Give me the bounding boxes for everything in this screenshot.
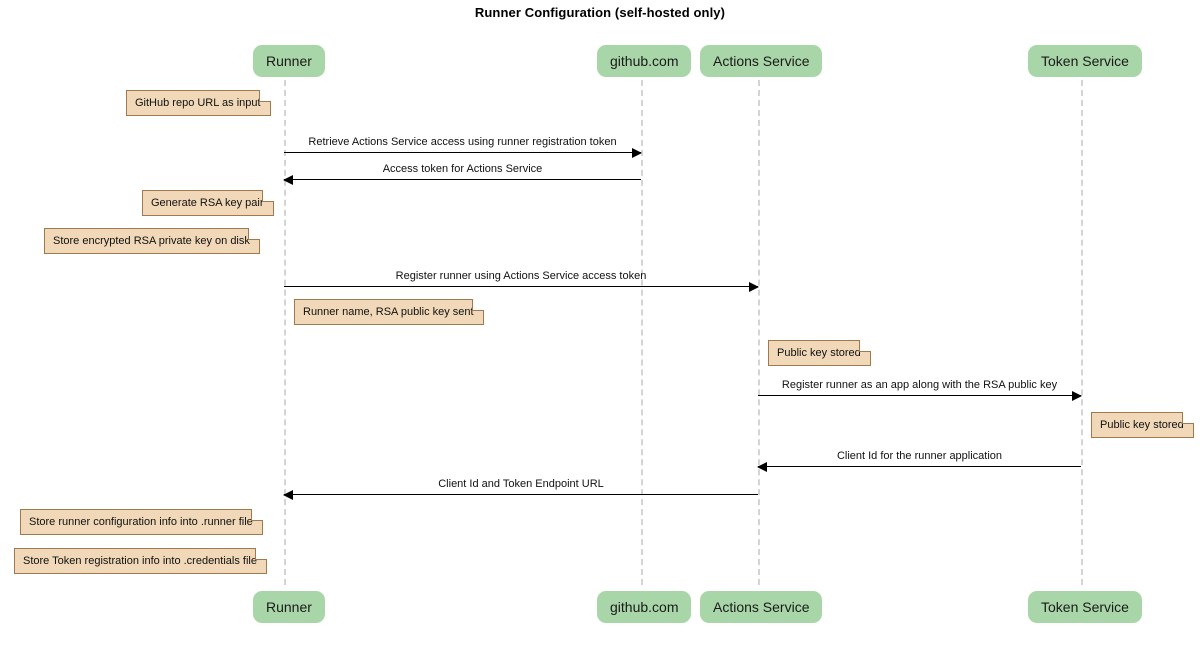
arrowhead-left-icon: [283, 174, 293, 185]
lifeline-token: [1081, 80, 1083, 585]
participant-token-bottom[interactable]: Token Service: [1028, 591, 1142, 623]
note-store-private-key: Store encrypted RSA private key on disk: [44, 228, 260, 254]
note-fold-corner-icon: [254, 548, 267, 560]
message-access-token: Access token for Actions Service: [283, 163, 641, 185]
note-repo-url: GitHub repo URL as input: [126, 90, 271, 116]
arrowhead-right-icon: [632, 147, 642, 158]
note-text: GitHub repo URL as input: [135, 97, 261, 109]
participant-actions-top[interactable]: Actions Service: [700, 45, 823, 77]
note-fold-corner-icon: [471, 299, 484, 311]
message-client-id: Client Id for the runner application: [757, 450, 1081, 472]
message-label: Register runner using Actions Service ac…: [395, 270, 647, 282]
note-runner-name-pubkey: Runner name, RSA public key sent: [294, 299, 484, 325]
note-text: Public key stored: [1100, 419, 1184, 431]
participant-runner-bottom[interactable]: Runner: [253, 591, 325, 623]
message-label: Register runner as an app along with the…: [781, 379, 1058, 391]
arrowhead-right-icon: [749, 281, 759, 292]
arrowhead-left-icon: [757, 461, 767, 472]
participant-token-top[interactable]: Token Service: [1028, 45, 1142, 77]
participant-github-top[interactable]: github.com: [597, 45, 692, 77]
message-line: [284, 286, 758, 287]
message-register-app: Register runner as an app along with the…: [758, 379, 1082, 401]
note-fold-corner-icon: [1181, 412, 1194, 424]
note-public-key-stored-actions: Public key stored: [768, 340, 871, 366]
message-retrieve-actions-access: Retrieve Actions Service access using ru…: [284, 136, 642, 158]
message-line: [284, 152, 641, 153]
message-client-id-token-endpoint: Client Id and Token Endpoint URL: [283, 478, 758, 500]
message-line: [758, 395, 1081, 396]
note-text: Runner name, RSA public key sent: [303, 306, 474, 318]
participant-runner-top[interactable]: Runner: [253, 45, 325, 77]
message-line: [284, 494, 758, 495]
note-text: Generate RSA key pair: [151, 197, 264, 209]
arrowhead-right-icon: [1072, 390, 1082, 401]
lifeline-actions: [758, 80, 760, 585]
note-text: Store runner configuration info into .ru…: [29, 516, 253, 528]
lifeline-github: [641, 80, 643, 585]
note-text: Store Token registration info into .cred…: [23, 555, 257, 567]
note-store-runner-config: Store runner configuration info into .ru…: [20, 509, 263, 535]
note-generate-rsa: Generate RSA key pair: [142, 190, 274, 216]
participant-actions-bottom[interactable]: Actions Service: [700, 591, 823, 623]
message-label: Retrieve Actions Service access using ru…: [308, 136, 617, 148]
note-fold-corner-icon: [858, 340, 871, 352]
note-text: Store encrypted RSA private key on disk: [53, 235, 250, 247]
message-line: [758, 466, 1081, 467]
note-fold-corner-icon: [247, 228, 260, 240]
note-fold-corner-icon: [261, 190, 274, 202]
message-register-runner: Register runner using Actions Service ac…: [284, 270, 759, 292]
page-title: Runner Configuration (self-hosted only): [474, 5, 726, 20]
message-label: Access token for Actions Service: [382, 163, 543, 175]
message-label: Client Id and Token Endpoint URL: [438, 478, 604, 490]
participant-github-bottom[interactable]: github.com: [597, 591, 692, 623]
note-public-key-stored-token: Public key stored: [1091, 412, 1194, 438]
message-label: Client Id for the runner application: [836, 450, 1003, 462]
message-line: [284, 179, 641, 180]
note-store-token-credentials: Store Token registration info into .cred…: [14, 548, 267, 574]
note-fold-corner-icon: [250, 509, 263, 521]
arrowhead-left-icon: [283, 489, 293, 500]
note-text: Public key stored: [777, 347, 861, 359]
note-fold-corner-icon: [258, 90, 271, 102]
lifeline-runner: [284, 80, 286, 585]
